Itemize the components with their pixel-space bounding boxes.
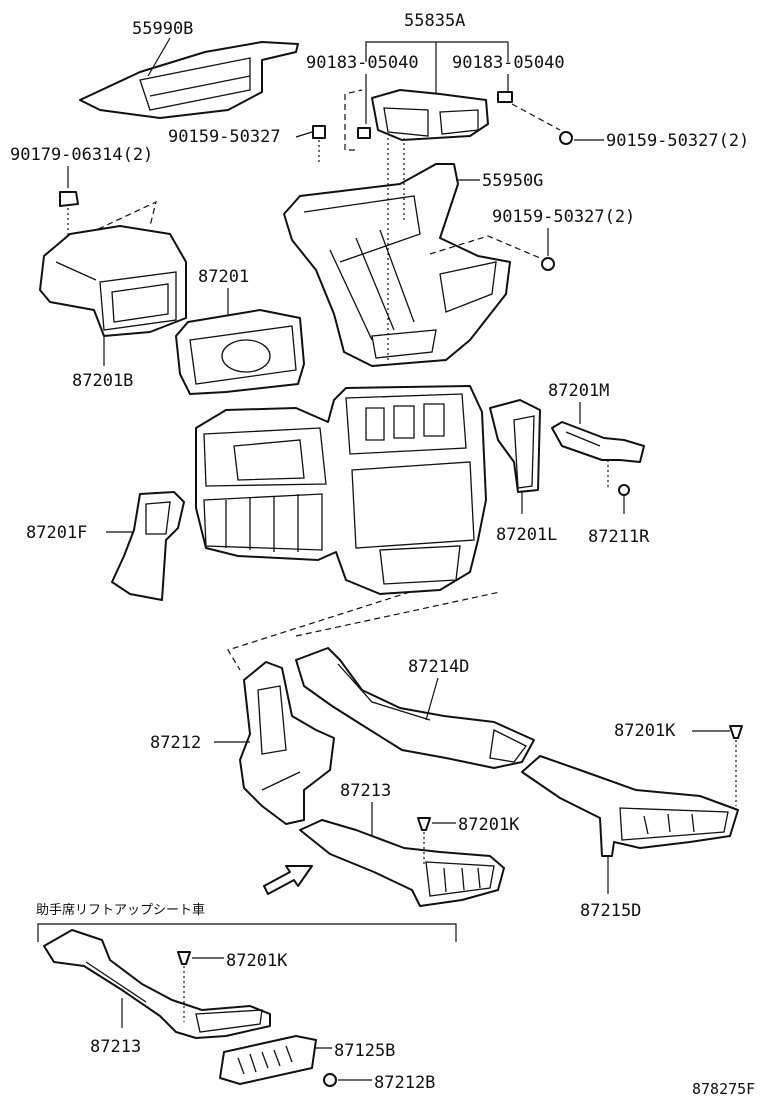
label-87201: 87201 (198, 267, 249, 287)
label-87214d: 87214D (408, 657, 469, 677)
label-90159-50327-2-c: 90159-50327(2) (492, 207, 635, 227)
label-87125b: 87125B (334, 1041, 395, 1061)
clip-87201k-b (417, 817, 431, 831)
label-87201k-b: 87201K (458, 815, 520, 835)
diagram-id: 878275F (692, 1080, 755, 1098)
label-87201f: 87201F (26, 523, 87, 543)
label-87201b: 87201B (72, 371, 133, 391)
label-90179-06314-2: 90179-06314(2) (10, 145, 153, 165)
part-heater-blower-unit (195, 385, 487, 595)
part-55950g-duct (283, 163, 511, 367)
part-87201m-duct (551, 421, 645, 463)
label-87201k-a: 87201K (614, 721, 676, 741)
bolt-90159-50327-b (559, 131, 573, 145)
clip-87211r (618, 484, 630, 496)
part-87201-cover (175, 309, 305, 395)
part-87213-duct (299, 819, 505, 907)
label-passenger-liftup-seat-note: 助手席リフトアップシート車 (36, 902, 205, 918)
clip-87201k-c (177, 951, 191, 965)
part-87201l-duct (489, 399, 541, 493)
part-55990b-duct (79, 41, 299, 119)
label-87213-variant: 87213 (90, 1037, 141, 1057)
label-90159-50327-2-b: 90159-50327(2) (606, 131, 749, 151)
label-87213: 87213 (340, 781, 391, 801)
label-90183-05040-left: 90183-05040 (306, 53, 419, 73)
part-87201f-duct (111, 491, 185, 601)
part-87215d-duct (521, 755, 739, 857)
screw-87212b (323, 1073, 337, 1087)
label-90183-05040-right: 90183-05040 (452, 53, 565, 73)
clip-87201k-a (729, 725, 743, 739)
label-87201l: 87201L (496, 525, 557, 545)
part-87212-duct (239, 661, 335, 825)
label-87201m: 87201M (548, 381, 609, 401)
label-87201k-c: 87201K (226, 951, 288, 971)
bolt-90159-50327-a (312, 125, 326, 162)
label-87212b: 87212B (374, 1073, 435, 1093)
label-55990b: 55990B (132, 19, 193, 39)
direction-arrow-icon (263, 865, 313, 895)
nut-90179-06314 (59, 191, 79, 207)
bolt-90159-50327-c (541, 257, 555, 271)
label-90159-50327-a: 90159-50327 (168, 127, 281, 147)
part-87125b-grille (219, 1035, 317, 1085)
label-87212: 87212 (150, 733, 201, 753)
label-55950g: 55950G (482, 171, 543, 191)
part-87213-variant-duct (43, 929, 271, 1039)
part-87201b-duct (39, 225, 187, 337)
label-87215d: 87215D (580, 901, 641, 921)
part-55835a-duct (357, 89, 513, 141)
part-87214d-duct (295, 647, 535, 769)
label-87211r: 87211R (588, 527, 650, 547)
label-55835a: 55835A (404, 11, 465, 31)
